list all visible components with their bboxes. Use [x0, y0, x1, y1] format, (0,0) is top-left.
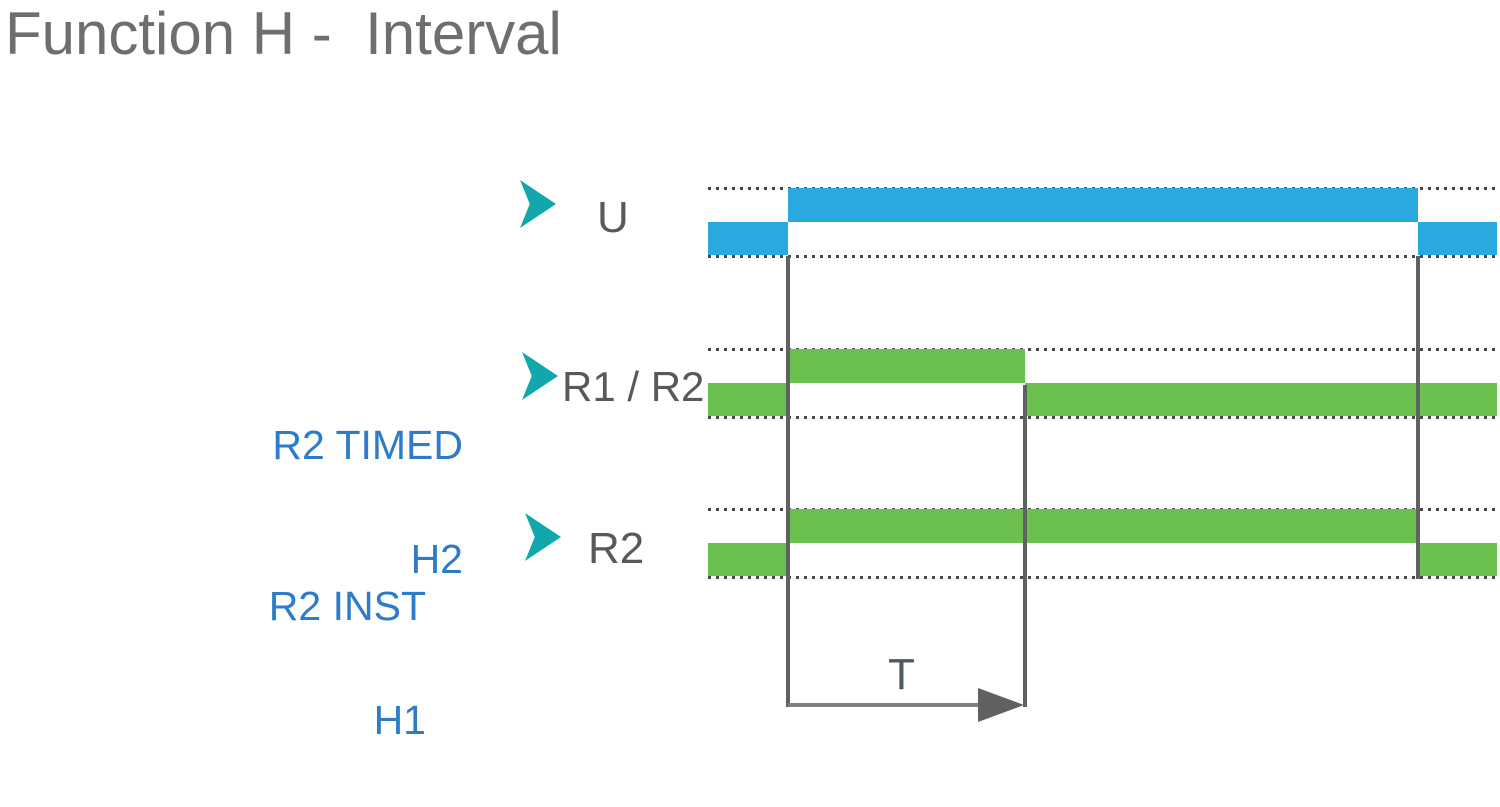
dotted-guide-line — [708, 416, 1497, 419]
timer-label: T — [888, 650, 915, 699]
timer-arrowhead-icon — [978, 688, 1024, 722]
page-title: Function H - Interval — [5, 0, 562, 67]
edge-guide-line — [1416, 256, 1420, 579]
signal-segment-low — [1418, 543, 1497, 576]
annotation-line: H1 — [373, 697, 426, 743]
annotation-line: H2 — [410, 536, 463, 582]
edge-guide-line — [1023, 385, 1027, 707]
signal-label-u: U — [597, 193, 629, 242]
signal-label-r2: R2 — [588, 524, 645, 573]
signal-segment-low — [708, 222, 788, 255]
annotation-line: R2 INST — [268, 583, 426, 629]
signal-segment-high — [788, 188, 1418, 222]
signal-segment-high — [788, 349, 1025, 383]
dotted-guide-line — [708, 255, 1497, 258]
signal-segment-low — [708, 543, 788, 576]
signal-segment-high — [788, 509, 1418, 543]
signal-segment-low — [1025, 383, 1497, 416]
dotted-guide-line — [708, 348, 1497, 351]
annotation-line: R2 TIMED — [272, 422, 463, 468]
signal-label-r1-r2: R1 / R2 — [562, 363, 705, 410]
timer-duration-line — [788, 703, 980, 707]
signal-segment-low — [708, 383, 788, 416]
annotation-r2-inst: R2 INST H1 — [269, 511, 426, 807]
dotted-guide-line — [708, 576, 1497, 579]
edge-guide-line — [786, 256, 790, 707]
annotation-r2-timed: R2 TIMED H2 — [272, 350, 463, 654]
signal-segment-low — [1418, 222, 1497, 255]
